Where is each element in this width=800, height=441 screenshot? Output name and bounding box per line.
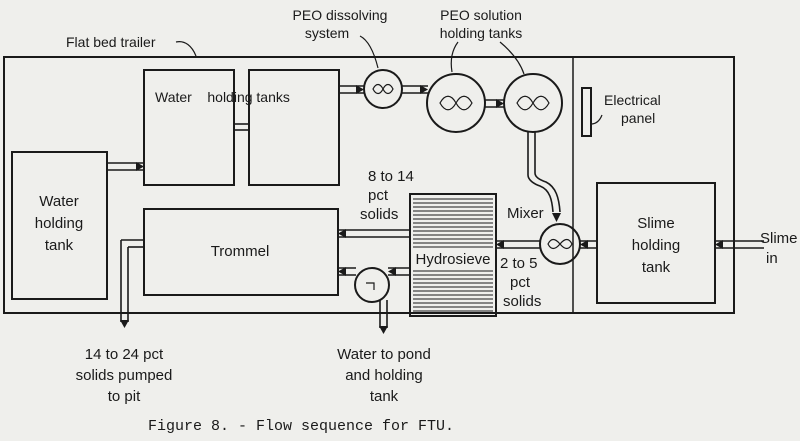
peo-solution-tank-1-mixer-icon <box>439 95 473 111</box>
peo-dissolving-label-1: PEO dissolving <box>293 7 388 23</box>
peo-solution-tank-2-mixer-icon <box>516 95 550 111</box>
peo-dissolving-pointer <box>359 35 379 69</box>
pump <box>354 267 390 303</box>
slime-holding-tank-label-2: holding <box>632 237 680 254</box>
mixer-icon <box>547 238 573 250</box>
pump-outlet <box>366 282 375 290</box>
pct-14-24-label-3: to pit <box>108 388 141 405</box>
peo-solution-tank-2 <box>503 73 563 133</box>
water-holding-tank-left-label-3: tank <box>45 237 74 254</box>
slime-holding-tank-label-1: Slime <box>637 215 675 232</box>
water-holding-tank-left-label-2: holding <box>35 215 83 232</box>
water-to-pond-label-1: Water to pond <box>337 346 431 363</box>
slime-holding-tank-label-3: tank <box>642 259 671 276</box>
peo-to-mixer-pipe-a <box>527 132 554 213</box>
electrical-panel-label-1: Electrical <box>604 92 661 108</box>
water-holding-tanks-label: Water holding tanks <box>155 89 290 105</box>
pct-2-5-label-1: 2 to 5 <box>500 255 538 272</box>
pct-8-14-label-2: pct <box>368 187 389 204</box>
mixer-label: Mixer <box>507 205 544 222</box>
slime-in-label-1: Slime <box>760 230 798 247</box>
peo-solution-tank-1 <box>426 73 486 133</box>
water-holding-tank-1 <box>143 69 235 186</box>
water-to-pond-label-2: and holding <box>345 367 423 384</box>
figure-caption: Figure 8. - Flow sequence for FTU. <box>148 418 454 435</box>
slime-holding-tank <box>596 182 716 304</box>
trommel-label: Trommel <box>211 243 270 260</box>
peo-to-mixer-pipe-b <box>534 132 561 213</box>
electrical-panel <box>581 87 592 137</box>
water-holding-tank-left <box>11 151 108 300</box>
trailer-pointer <box>175 41 197 57</box>
hydrosieve-label: Hydrosieve <box>415 251 490 268</box>
flat-bed-trailer-label: Flat bed trailer <box>66 34 156 50</box>
peo-dissolving-mixer-icon <box>372 83 394 95</box>
mixer <box>539 223 581 265</box>
water-holding-tank-2 <box>248 69 340 186</box>
pct-8-14-label-3: solids <box>360 206 398 223</box>
pct-8-14-label-1: 8 to 14 <box>368 168 414 185</box>
pct-2-5-label-3: solids <box>503 293 541 310</box>
pct-14-24-label-1: 14 to 24 pct <box>85 346 164 363</box>
peo-dissolving-label-2: system <box>305 25 349 41</box>
electrical-panel-label-2: panel <box>621 110 655 126</box>
pct-14-24-label-2: solids pumped <box>76 367 173 384</box>
water-to-pond-label-3: tank <box>370 388 399 405</box>
slime-in-label-2: in <box>766 250 778 267</box>
hydrosieve <box>409 193 497 317</box>
peo-solution-label-1: PEO solution <box>440 7 522 23</box>
peo-solution-label-2: holding tanks <box>440 25 523 41</box>
trommel <box>143 208 339 296</box>
pct-2-5-label-2: pct <box>510 274 531 291</box>
peo-solution-pointer-1 <box>450 41 459 73</box>
peo-solution-pointer-2 <box>499 41 525 75</box>
peo-dissolving-system <box>363 69 403 109</box>
flat-bed-trailer-outline <box>3 56 735 314</box>
water-holding-tank-left-label-1: Water <box>39 193 78 210</box>
